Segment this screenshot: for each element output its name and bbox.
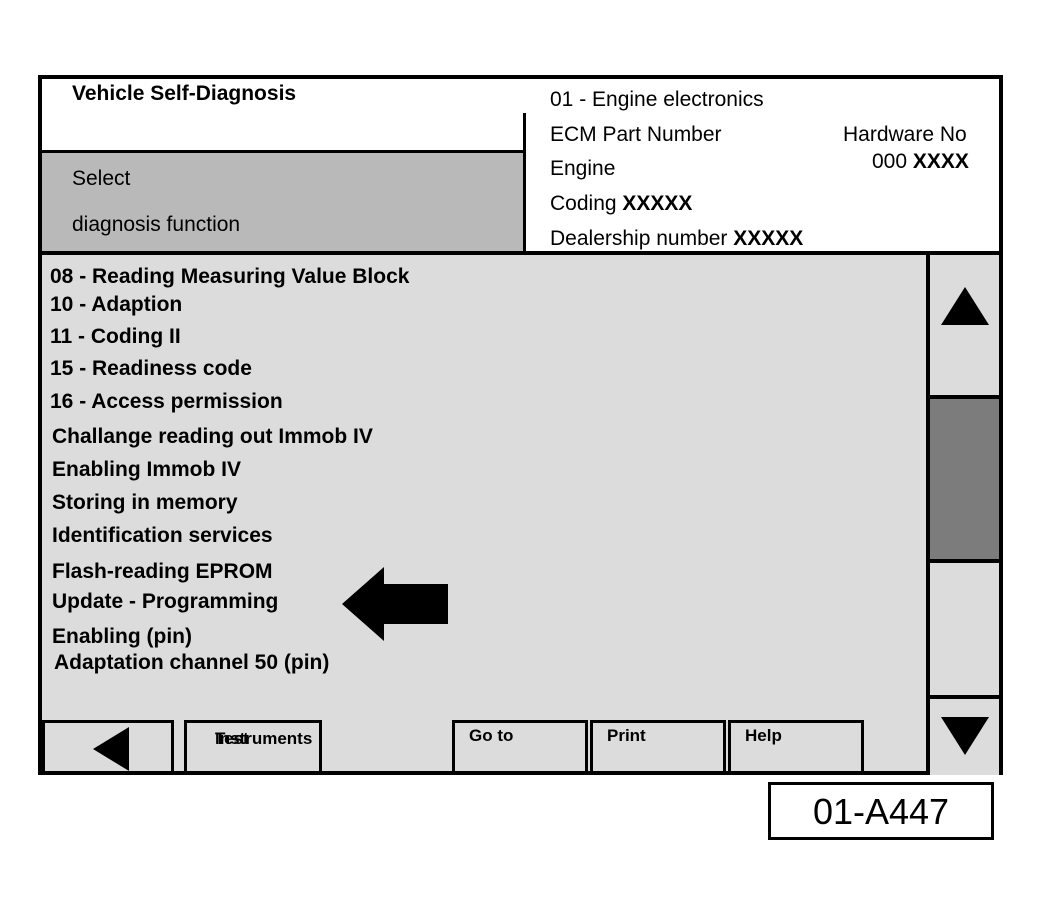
- list-item[interactable]: 16 - Access permission: [50, 390, 283, 413]
- engine-label: Engine: [550, 157, 616, 180]
- list-item[interactable]: Identification services: [52, 524, 273, 547]
- print-label: Print: [607, 726, 646, 745]
- title-bar: Vehicle Self-Diagnosis: [42, 79, 529, 116]
- ecu-info-panel: 01 - Engine electronics ECM Part Number …: [526, 79, 999, 251]
- back-button[interactable]: [42, 720, 174, 774]
- left-arrow-icon: [342, 567, 448, 641]
- coding-line: Coding XXXXX: [550, 192, 693, 215]
- list-item[interactable]: Storing in memory: [52, 491, 238, 514]
- prompt-line-2: diagnosis function: [72, 213, 241, 236]
- figure-reference-label: 01-A447: [768, 782, 994, 840]
- list-item[interactable]: 15 - Readiness code: [50, 357, 252, 380]
- list-item[interactable]: Update - Programming: [52, 590, 279, 613]
- list-item[interactable]: 11 - Coding II: [50, 325, 181, 348]
- scrollbar[interactable]: [926, 255, 999, 775]
- help-label: Help: [745, 726, 782, 745]
- goto-label: Go to: [469, 726, 514, 745]
- hardware-number: 000 XXXX: [872, 150, 969, 173]
- hardware-label: Hardware No: [843, 123, 967, 146]
- list-item[interactable]: Challange reading out Immob IV: [52, 425, 373, 448]
- dealership-line: Dealership number XXXXX: [550, 227, 804, 250]
- prompt-line-1: Select: [72, 167, 131, 190]
- list-item[interactable]: 08 - Reading Measuring Value Block: [50, 265, 410, 288]
- up-triangle-icon: [941, 287, 989, 325]
- part-number-label: ECM Part Number: [550, 123, 722, 146]
- scroll-thumb[interactable]: [930, 399, 999, 563]
- list-item[interactable]: 10 - Adaption: [50, 293, 183, 316]
- list-item[interactable]: Enabling (pin): [52, 625, 192, 648]
- prompt-panel: Select diagnosis function: [42, 153, 526, 251]
- list-item[interactable]: Flash-reading EPROM: [52, 560, 273, 583]
- help-button[interactable]: Help: [728, 720, 864, 774]
- scroll-up-button[interactable]: [930, 255, 999, 399]
- function-list: 08 - Reading Measuring Value Block 10 - …: [42, 255, 926, 775]
- system-name: 01 - Engine electronics: [550, 88, 764, 111]
- button-bar-line: [42, 771, 926, 775]
- scroll-down-button[interactable]: [930, 695, 999, 771]
- header-divider: [42, 251, 999, 255]
- list-item[interactable]: Adaptation channel 50 (pin): [54, 651, 330, 674]
- goto-button[interactable]: Go to: [452, 720, 588, 774]
- list-item[interactable]: Enabling Immob IV: [52, 458, 242, 481]
- diagnosis-screen: Vehicle Self-Diagnosis Select diagnosis …: [38, 75, 1003, 775]
- print-button[interactable]: Print: [590, 720, 726, 774]
- down-triangle-icon: [941, 717, 989, 755]
- figure-reference-text: 01-A447: [812, 791, 950, 832]
- left-triangle-icon: [93, 727, 129, 771]
- status-field: [42, 113, 526, 153]
- page-title: Vehicle Self-Diagnosis: [72, 82, 297, 105]
